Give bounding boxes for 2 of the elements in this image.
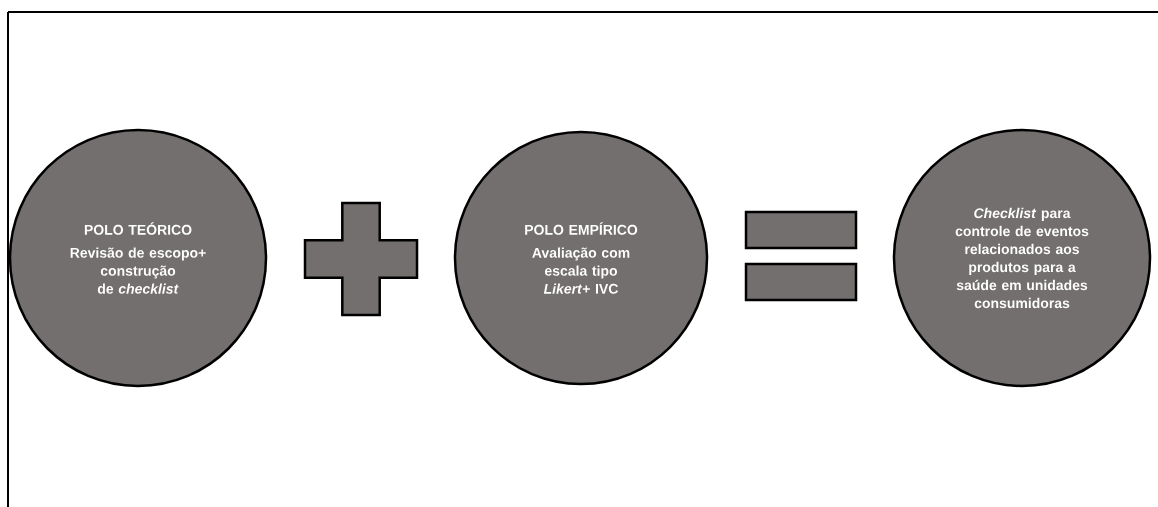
plus-sign xyxy=(303,201,419,317)
equals-sign xyxy=(744,210,858,302)
